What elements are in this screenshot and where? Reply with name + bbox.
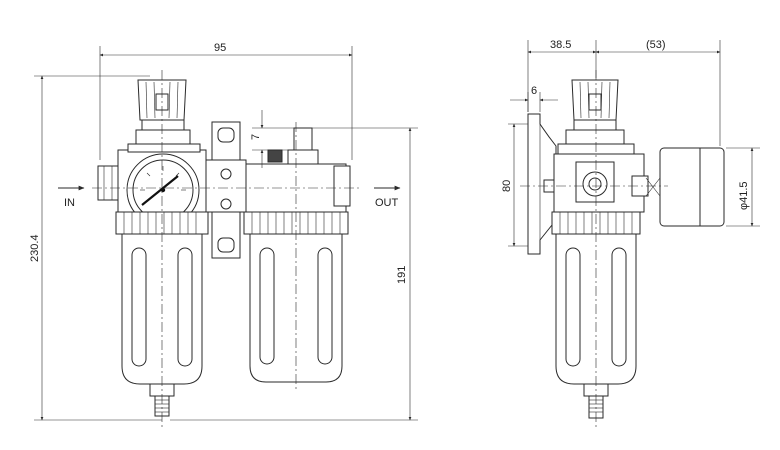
dimension-bowl-height: 191 [170,127,418,421]
dimension-boss-label: 7 [250,134,262,140]
dimension-side-offset-label: 38.5 [550,39,571,51]
side-view: 38.5 (53) 6 80 φ41.5 [501,39,760,428]
dimension-mount-height-label: 80 [501,180,513,192]
dimension-boss: 7 [250,110,294,168]
outlet-label: OUT [375,197,399,209]
lubricator [243,127,351,383]
dimension-flange-thickness-label: 6 [531,85,537,97]
regulator-knob [135,79,191,145]
side-body [543,143,661,213]
dimension-gauge-diameter-label: φ41.5 [738,181,750,210]
side-pressure-gauge [659,147,725,227]
dimension-gauge-diameter: φ41.5 [726,147,760,227]
dimension-mount-height: 80 [501,123,528,247]
dimension-side-widths: 38.5 (53) [527,39,721,146]
dimension-overall-height-label: 230.4 [29,234,41,262]
dimension-width-label: 95 [214,42,226,54]
dimension-flange-thickness: 6 [510,85,558,112]
dimension-bowl-height-label: 191 [396,266,408,284]
side-regulator-knob [565,79,625,145]
front-view: IN OUT 95 230.4 191 [29,42,418,428]
dimension-width: 95 [99,42,353,160]
mounting-bracket [205,121,247,259]
inlet-label: IN [64,197,75,209]
dimension-overall-height: 230.4 [29,75,162,421]
dimension-gauge-offset-label: (53) [646,39,666,51]
side-filter-bowl [551,211,641,419]
